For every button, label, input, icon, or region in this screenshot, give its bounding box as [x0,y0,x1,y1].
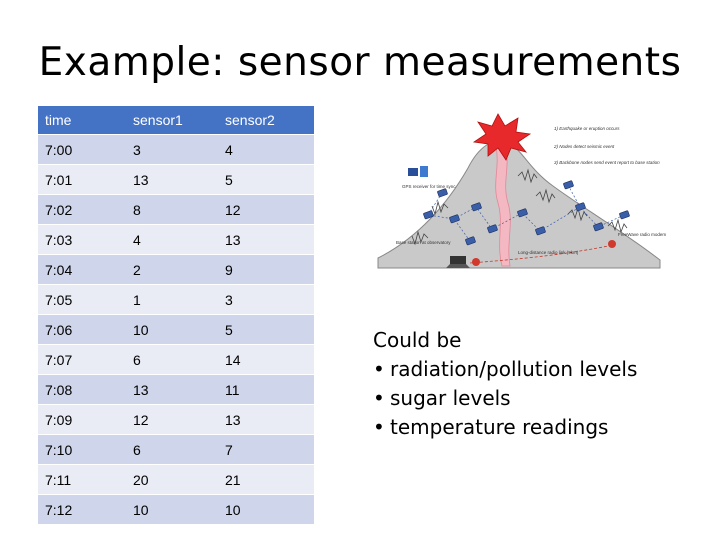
cell-time: 7:00 [38,135,126,165]
cell-sensor2: 7 [218,435,314,465]
figure-legend-line-2: 2) Nodes detect seismic event [553,144,615,149]
cell-sensor2: 12 [218,195,314,225]
volcano-sensor-network-figure: GPS receiver for time sync Base station … [377,113,666,269]
cell-time: 7:10 [38,435,126,465]
notes-item: •temperature readings [373,413,713,442]
cell-sensor2: 11 [218,375,314,405]
cell-sensor1: 4 [126,225,218,255]
cell-sensor2: 5 [218,165,314,195]
notes-list: •radiation/pollution levels•sugar levels… [373,355,713,442]
figure-legend-line-3: 3) Backbone nodes send event report to b… [554,160,660,165]
cell-time: 7:05 [38,285,126,315]
cell-time: 7:06 [38,315,126,345]
gps-receiver-icon [408,166,428,177]
base-modem-icon [472,258,480,266]
figure-legend-line-1: 1) Earthquake or eruption occurs [554,126,620,131]
bullet-icon: • [373,357,385,381]
cell-sensor1: 6 [126,345,218,375]
cell-sensor1: 3 [126,135,218,165]
cell-time: 7:12 [38,495,126,525]
table-header-row: time sensor1 sensor2 [38,106,314,135]
cell-sensor2: 10 [218,495,314,525]
cell-sensor2: 4 [218,135,314,165]
notes-item: •radiation/pollution levels [373,355,713,384]
cell-sensor2: 13 [218,225,314,255]
cell-time: 7:02 [38,195,126,225]
cell-sensor2: 13 [218,405,314,435]
cell-time: 7:03 [38,225,126,255]
eruption-burst-icon [472,113,532,161]
cell-time: 7:08 [38,375,126,405]
bullet-icon: • [373,415,385,439]
header-time: time [38,106,126,135]
laptop-icon [446,256,470,268]
cell-sensor2: 9 [218,255,314,285]
cell-sensor2: 21 [218,465,314,495]
cell-sensor1: 6 [126,435,218,465]
notes-item: •sugar levels [373,384,713,413]
cell-sensor1: 10 [126,495,218,525]
cell-sensor1: 10 [126,315,218,345]
notes-item-text: temperature readings [390,415,609,439]
cell-sensor2: 3 [218,285,314,315]
notes-item-text: sugar levels [390,386,511,410]
cell-time: 7:04 [38,255,126,285]
header-sensor1: sensor1 [126,106,218,135]
cell-sensor1: 13 [126,375,218,405]
cell-time: 7:11 [38,465,126,495]
notes-block: Could be •radiation/pollution levels•sug… [373,326,713,442]
notes-heading: Could be [373,328,462,352]
cell-time: 7:07 [38,345,126,375]
cell-sensor1: 8 [126,195,218,225]
radio-link-line [469,245,609,264]
base-station-label: Base station at observatory [396,240,451,245]
cell-time: 7:09 [38,405,126,435]
cell-time: 7:01 [38,165,126,195]
cell-sensor1: 2 [126,255,218,285]
cell-sensor1: 20 [126,465,218,495]
radio-link-label: Long-distance radio link (9km) [518,250,579,255]
cell-sensor1: 12 [126,405,218,435]
magma-conduit [495,145,511,267]
bullet-icon: • [373,386,385,410]
notes-item-text: radiation/pollution levels [390,357,638,381]
gps-label: GPS receiver for time sync [402,184,456,189]
slide-title: Example: sensor measurements [38,40,682,85]
cell-sensor1: 13 [126,165,218,195]
cell-sensor1: 1 [126,285,218,315]
freewave-modem-icon [608,240,616,248]
sensor-nodes [423,180,630,246]
freewave-label: FreeWave radio modem [618,232,666,237]
node-links [427,184,625,242]
cell-sensor2: 14 [218,345,314,375]
cell-sensor2: 5 [218,315,314,345]
header-sensor2: sensor2 [218,106,314,135]
